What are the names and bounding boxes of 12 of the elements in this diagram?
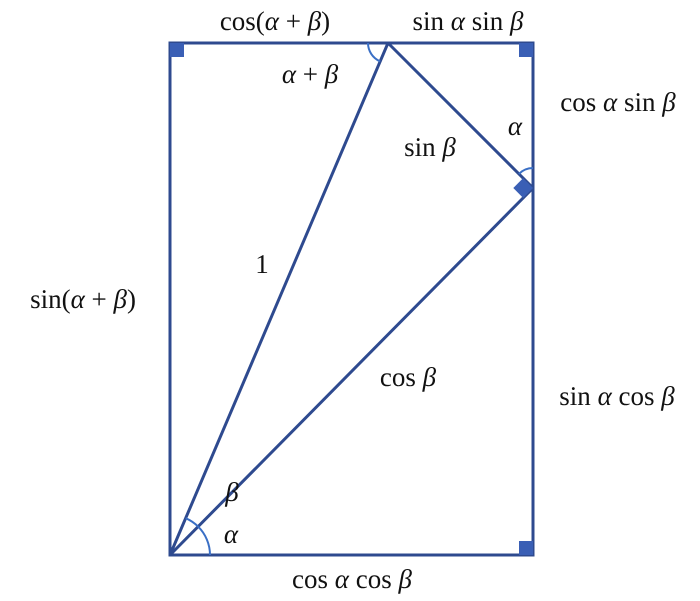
angle-label: α: [224, 520, 238, 550]
side-label: sin α sin β: [412, 7, 524, 37]
side-label: sin(α + β): [30, 285, 136, 315]
angle-label: α + β: [282, 60, 338, 90]
side-label: cos β: [380, 363, 436, 393]
side-label: sin β: [404, 133, 456, 163]
side-label: sin α cos β: [559, 382, 675, 412]
side-label: 1: [255, 250, 269, 280]
angle-label: α: [508, 112, 522, 142]
side-label: cos α sin β: [560, 88, 676, 118]
side-label: cos α cos β: [292, 565, 412, 595]
side-label: cos(α + β): [220, 7, 330, 37]
